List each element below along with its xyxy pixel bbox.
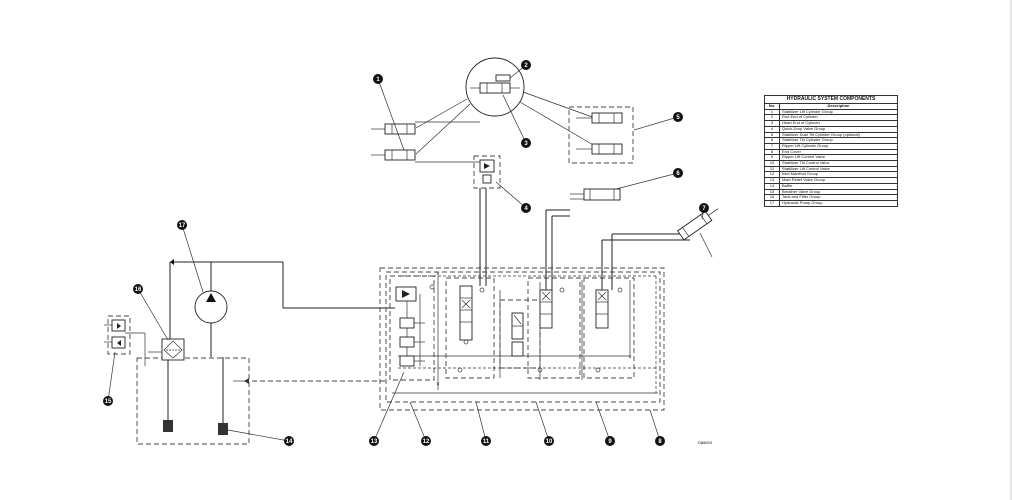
hydraulic-pump — [169, 259, 395, 357]
svg-text:×: × — [436, 382, 440, 388]
callout-2: 2 — [521, 60, 531, 70]
svg-text:14: 14 — [286, 439, 293, 445]
filter-symbol — [161, 338, 185, 361]
svg-text:11: 11 — [483, 439, 490, 445]
legend-row-description: Quick-Drop Valve Group — [779, 125, 898, 133]
svg-text:7: 7 — [702, 206, 706, 212]
dual-tilt-cylinders — [568, 106, 634, 164]
svg-text:6: 6 — [676, 171, 680, 177]
legend-row-number: 17 — [764, 199, 780, 207]
svg-text:15: 15 — [105, 399, 112, 405]
callout-16: 16 — [133, 284, 143, 294]
callout-17: 17 — [177, 220, 187, 230]
legend-row-description: Stabilizer Tilt Cylinder Group — [779, 137, 898, 144]
quick-drop-valve — [473, 155, 501, 189]
svg-text:16: 16 — [135, 287, 142, 293]
callout-5: 5 — [673, 112, 683, 122]
callout-6: 6 — [673, 168, 683, 178]
legend-row-description: Baffle — [779, 182, 898, 190]
figure-code: D88633 — [698, 440, 713, 445]
callout-9: 9 — [605, 436, 615, 446]
svg-text:5: 5 — [676, 115, 680, 121]
svg-text:2: 2 — [524, 63, 528, 69]
svg-text:10: 10 — [546, 439, 553, 445]
legend-title: HYDRAULIC SYSTEM COMPONENTS — [764, 95, 898, 104]
legend-row-description: Tank and Filter Group — [779, 194, 898, 201]
callout-15: 15 — [103, 396, 113, 406]
leader-lines — [107, 64, 705, 442]
callouts: 1 2 3 4 5 6 7 8 9 10 11 12 13 14 15 16 1… — [103, 60, 709, 446]
legend-row-description: Breather Valve Group — [779, 188, 898, 196]
components-legend-table: HYDRAULIC SYSTEM COMPONENTS No. Descript… — [764, 95, 898, 207]
svg-text:1: 1 — [376, 77, 380, 83]
legend-row-description: Hydraulic Pump Group — [779, 199, 898, 207]
stabilizer-lift-cylinders — [371, 121, 480, 163]
callout-11: 11 — [481, 436, 491, 446]
legend-row-description: End Cover — [779, 148, 898, 156]
callout-13: 13 — [369, 436, 379, 446]
tank-outlet-block — [163, 420, 173, 432]
legend-row-description: Main Relief Valve Group — [779, 177, 898, 184]
svg-text:4: 4 — [524, 206, 528, 212]
svg-text:3: 3 — [524, 141, 528, 147]
svg-text:9: 9 — [608, 439, 612, 445]
legend-row-description: Inlet Manifold Group — [779, 171, 898, 179]
svg-text:×: × — [436, 272, 440, 278]
callout-10: 10 — [544, 436, 554, 446]
svg-text:8: 8 — [658, 439, 662, 445]
cylinder-detail-circle — [415, 57, 596, 155]
ripper-lift-cylinder — [677, 208, 719, 241]
baffle-block — [218, 423, 228, 435]
legend-row-description: Ripper Lift Cylinder Group — [779, 142, 898, 150]
callout-4: 4 — [521, 203, 531, 213]
svg-text:17: 17 — [179, 223, 186, 229]
svg-text:×: × — [628, 355, 632, 361]
control-valve-bank: × × × — [379, 267, 665, 411]
svg-text:12: 12 — [423, 439, 430, 445]
callout-3: 3 — [521, 138, 531, 148]
callout-1: 1 — [373, 74, 383, 84]
legend-row-description: Ripper Lift Control Valve — [779, 154, 898, 162]
tilt-cylinder — [570, 188, 621, 201]
svg-text:13: 13 — [371, 439, 378, 445]
callout-7: 7 — [699, 203, 709, 213]
tank-group — [136, 338, 250, 445]
callout-12: 12 — [421, 436, 431, 446]
callout-8: 8 — [655, 436, 665, 446]
legend-row-description: Stabilizer Lift Control Valve — [779, 165, 898, 173]
callout-14: 14 — [284, 436, 294, 446]
legend-row-description: Stabilizer Dual Tilt Cylinder Group (opt… — [779, 131, 898, 139]
breather-valve-group — [104, 315, 162, 366]
legend-row-description: Stabilizer Tilt Control Valve — [779, 160, 898, 167]
